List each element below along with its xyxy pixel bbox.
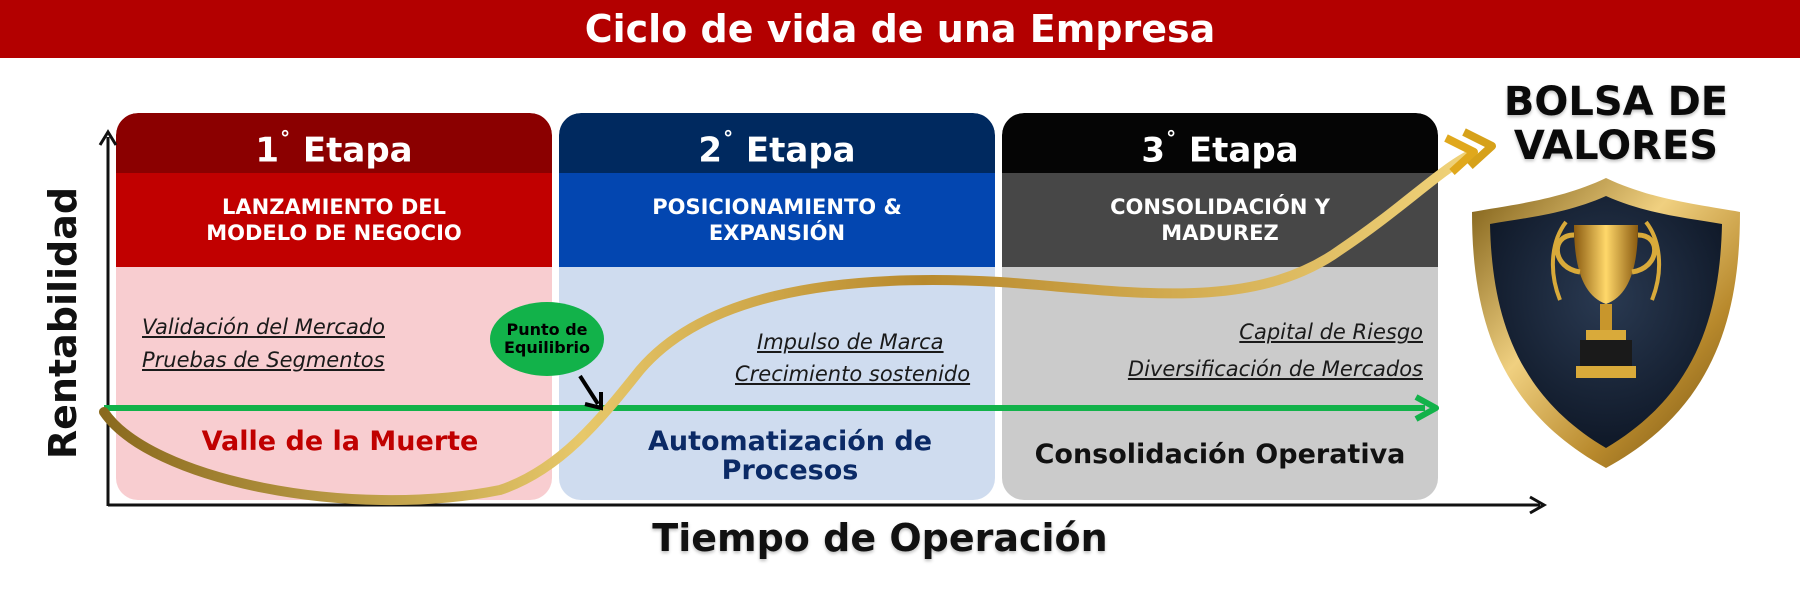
stage-2-phase-label: Automatización de Procesos	[647, 426, 933, 486]
x-axis	[108, 495, 1548, 515]
stage-1-bullet-2: Pruebas de Segmentos	[142, 348, 385, 372]
stage-3-subtitle: CONSOLIDACIÓN Y MADUREZ	[1002, 173, 1438, 267]
break-even-bubble: Punto de Equilibrio	[490, 302, 604, 376]
stage-2-degree: °	[723, 126, 734, 150]
stage-1-subtitle: LANZAMIENTO DEL MODELO DE NEGOCIO	[116, 173, 552, 267]
stage-3-header: 3° Etapa	[1002, 113, 1438, 173]
stage-1-phase-label: Valle de la Muerte	[201, 426, 479, 457]
stage-3-subtitle-line-1: CONSOLIDACIÓN Y	[1110, 195, 1330, 219]
stage-3-number: 3	[1141, 130, 1166, 171]
stage-3-subtitle-line-2: MADUREZ	[1161, 221, 1279, 245]
stage-2-subtitle: POSICIONAMIENTO & EXPANSIÓN	[559, 173, 995, 267]
stage-3-bullet-2: Diversificación de Mercados	[1127, 357, 1423, 381]
goal-label-line-1: BOLSA DE	[1503, 79, 1729, 125]
growth-curve	[99, 150, 1475, 506]
y-axis-label: Rentabilidad	[41, 186, 85, 460]
break-even-pointer-arrow	[578, 374, 603, 411]
break-even-line	[104, 394, 1439, 422]
stage-1-number: 1	[255, 130, 280, 171]
stage-2-subtitle-line-2: EXPANSIÓN	[708, 221, 846, 245]
stage-1-header: 1° Etapa	[116, 113, 552, 173]
goal-label: BOLSA DE VALORES	[1496, 80, 1736, 168]
break-even-label-line-2: Equilibrio	[503, 338, 591, 357]
y-axis	[98, 129, 118, 506]
x-axis-label: Tiempo de Operación	[652, 516, 1108, 560]
stage-3-bullet-1: Capital de Riesgo	[1239, 320, 1423, 344]
stage-1-degree: °	[280, 126, 291, 150]
break-even-label-line-1: Punto de	[506, 320, 588, 339]
stage-1-bullet-1: Validación del Mercado	[142, 315, 385, 339]
growth-arrowhead-icon	[1444, 128, 1496, 175]
page-title: Ciclo de vida de una Empresa	[584, 7, 1216, 51]
stage-3-card: 3° Etapa CONSOLIDACIÓN Y MADUREZ	[1002, 113, 1438, 500]
goal-label-line-2: VALORES	[1513, 123, 1719, 169]
stage-2-bullet-1: Impulso de Marca	[757, 330, 944, 354]
stage-3-degree: °	[1166, 126, 1177, 150]
stage-1-subtitle-line-2: MODELO DE NEGOCIO	[206, 221, 462, 245]
stage-2-card: 2° Etapa POSICIONAMIENTO & EXPANSIÓN	[559, 113, 995, 500]
stage-2-word: Etapa	[745, 130, 856, 171]
stage-2-bullet-2: Crecimiento sostenido	[735, 362, 971, 386]
stage-1-body	[116, 267, 552, 500]
stage-3-phase-label: Consolidación Operativa	[1034, 439, 1406, 470]
stage-2-number: 2	[698, 130, 723, 171]
stage-1-card: 1° Etapa LANZAMIENTO DEL MODELO DE NEGOC…	[116, 113, 552, 500]
stage-2-subtitle-line-1: POSICIONAMIENTO &	[652, 195, 902, 219]
stage-1-word: Etapa	[302, 130, 413, 171]
stage-2-header: 2° Etapa	[559, 113, 995, 173]
trophy-shield-icon	[1472, 178, 1740, 468]
stage-3-word: Etapa	[1188, 130, 1299, 171]
stage-1-subtitle-line-1: LANZAMIENTO DEL	[222, 195, 446, 219]
title-banner	[0, 0, 1800, 58]
stage-3-body	[1002, 267, 1438, 500]
